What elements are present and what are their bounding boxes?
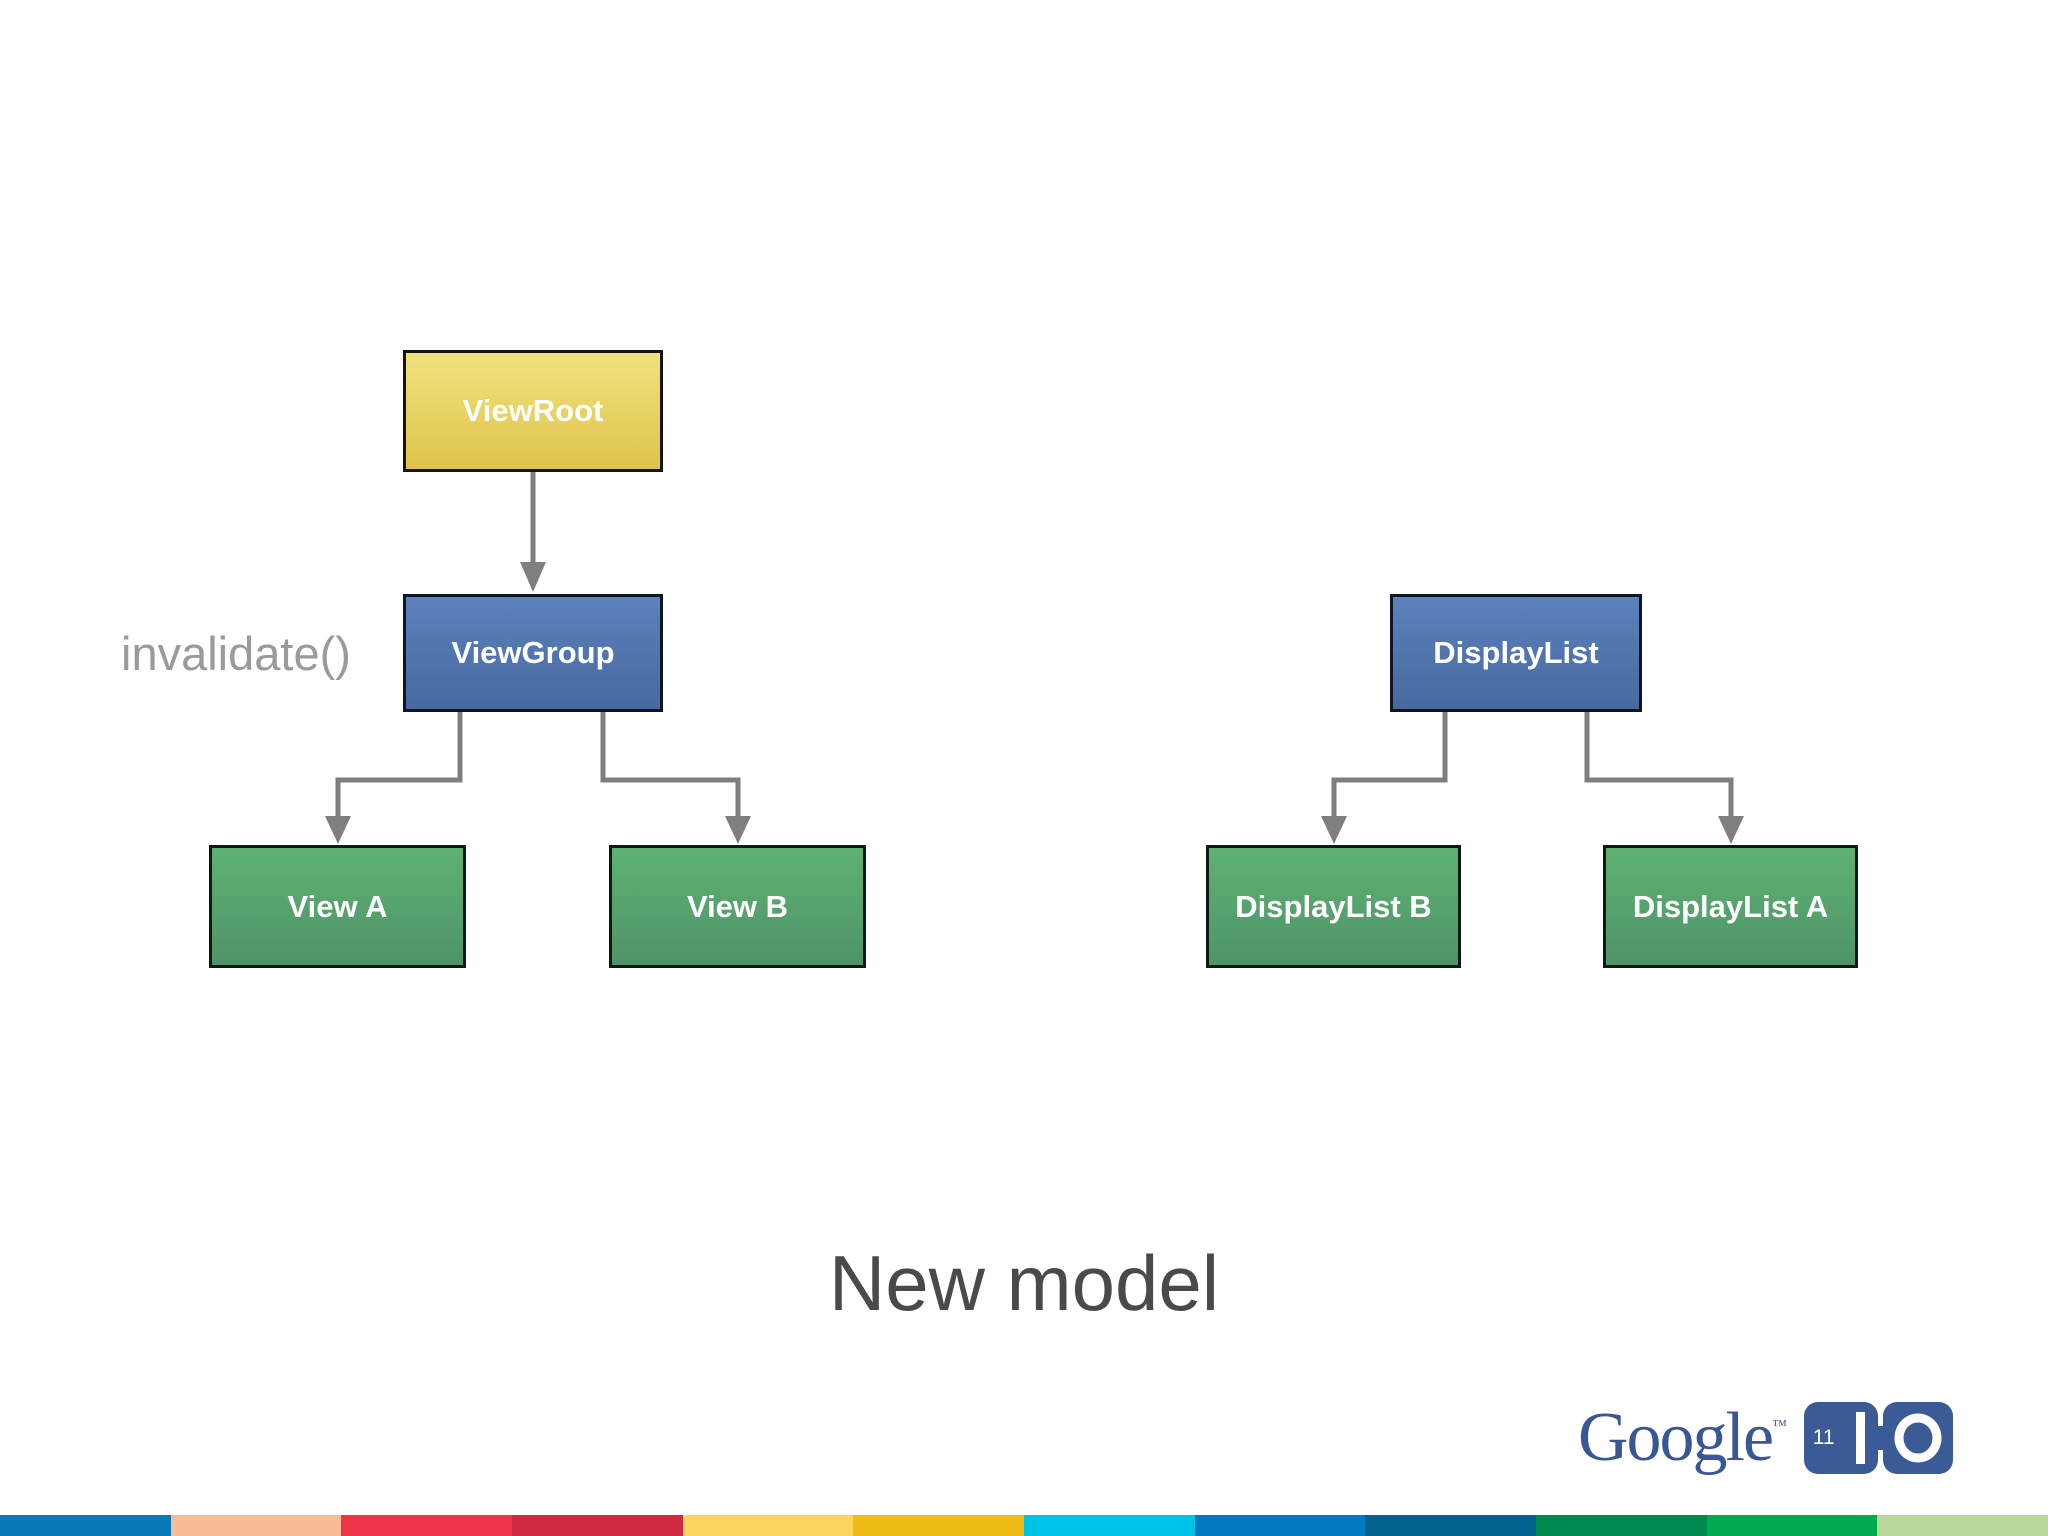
- stripe-segment: [0, 1515, 171, 1536]
- stripe-segment: [341, 1515, 513, 1536]
- node-view-a: View A: [209, 845, 466, 968]
- node-viewroot: ViewRoot: [403, 350, 663, 472]
- google-io-logo: Google™ 11: [1578, 1400, 1953, 1476]
- arrowhead-viewgroup: [520, 562, 546, 592]
- node-viewroot-label: ViewRoot: [462, 393, 604, 428]
- stripe-segment: [1024, 1515, 1195, 1536]
- node-displaylist: DisplayList: [1390, 594, 1642, 712]
- arrowhead-viewb: [725, 816, 751, 844]
- invalidate-annotation: invalidate(): [121, 627, 351, 680]
- node-view-a-label: View A: [287, 888, 388, 924]
- stripe-segment: [170, 1515, 342, 1536]
- slide-title: New model: [828, 1239, 1220, 1327]
- stripe-segment: [1536, 1515, 1707, 1536]
- node-displaylist-label: DisplayList: [1433, 635, 1599, 670]
- arrowhead-displaylista: [1718, 816, 1744, 844]
- node-displaylist-a: DisplayList A: [1603, 845, 1858, 968]
- edge-displaylist-displaylista: [1584, 712, 1734, 820]
- edge-viewgroup-viewb: [600, 712, 741, 820]
- arrowheads: [325, 562, 1744, 844]
- stripe-segment: [1877, 1515, 2048, 1536]
- edge-displaylist-displaylistb: [1331, 712, 1448, 820]
- node-viewgroup: ViewGroup: [403, 594, 663, 712]
- arrowhead-viewa: [325, 816, 351, 844]
- arrowhead-displaylistb: [1321, 816, 1347, 844]
- stripe-segment: [853, 1515, 1025, 1536]
- node-view-b-label: View B: [686, 888, 789, 924]
- letter-i-icon: [1855, 1412, 1865, 1464]
- node-view-b: View B: [609, 845, 866, 968]
- node-displaylist-b: DisplayList B: [1206, 845, 1461, 968]
- node-viewgroup-label: ViewGroup: [451, 635, 615, 670]
- google-wordmark-text: Google: [1578, 1399, 1774, 1476]
- io-badge-right-tile: [1882, 1402, 1953, 1474]
- stripe-segment: [1706, 1515, 1878, 1536]
- stripe-segment: [682, 1515, 854, 1536]
- stripe-segment: [512, 1515, 683, 1536]
- letter-o-icon: [1894, 1413, 1942, 1463]
- footer-color-stripe: [0, 1515, 2048, 1536]
- io-badge-left-tile: 11: [1803, 1402, 1883, 1474]
- stripe-segment: [1365, 1515, 1537, 1536]
- google-wordmark: Google™: [1578, 1403, 1787, 1473]
- connector-lines: [335, 472, 1734, 820]
- badge-year-label: 11: [1812, 1426, 1835, 1449]
- edge-viewgroup-viewa: [335, 712, 463, 820]
- node-displaylist-a-label: DisplayList A: [1632, 888, 1829, 924]
- node-displaylist-b-label: DisplayList B: [1235, 888, 1432, 924]
- stripe-segment: [1194, 1515, 1366, 1536]
- trademark-symbol: ™: [1772, 1418, 1787, 1434]
